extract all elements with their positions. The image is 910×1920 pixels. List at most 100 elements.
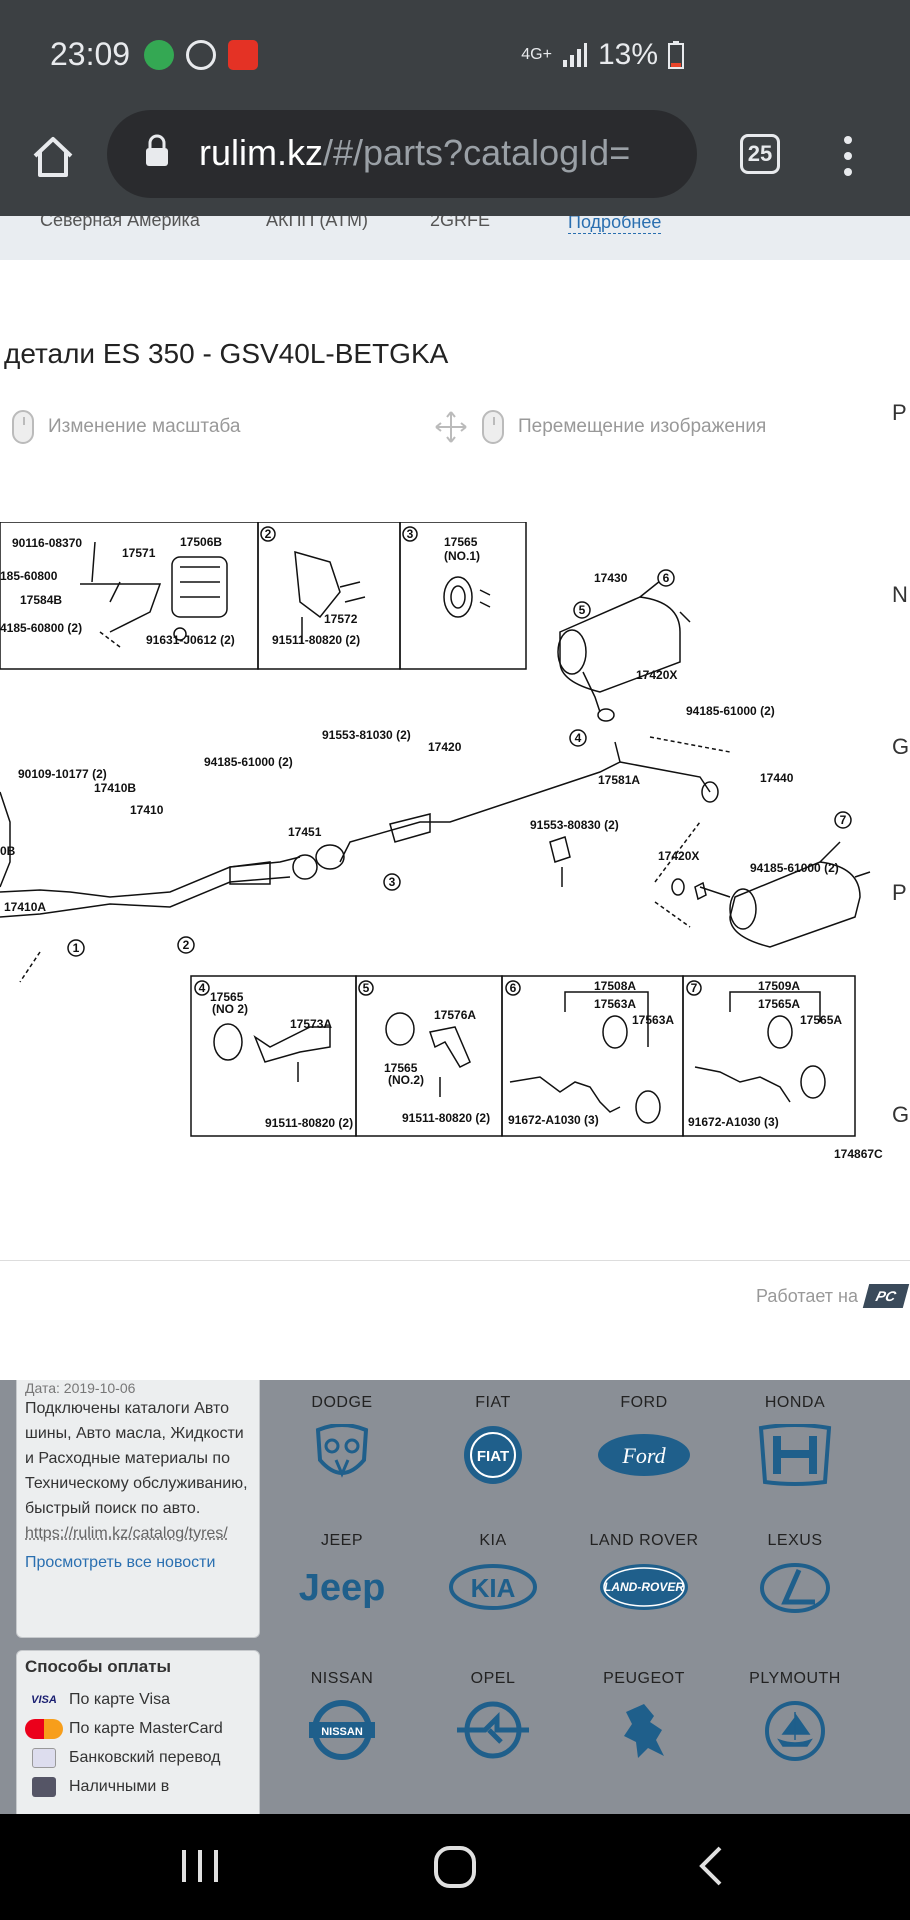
status-bar: 23:09 4G+ 13% xyxy=(0,0,910,108)
land-rover-oval-icon: LAND-ROVER xyxy=(600,1564,688,1610)
svg-text:(NO.2): (NO.2) xyxy=(388,1073,424,1087)
brand-name: FORD xyxy=(620,1394,668,1411)
battery-icon xyxy=(668,41,684,69)
lexus-logo-icon xyxy=(760,1563,830,1613)
cash-icon xyxy=(32,1776,56,1797)
svg-text:91553-80830 (2): 91553-80830 (2) xyxy=(530,818,619,832)
news-link[interactable]: https://rulim.kz/catalog/tyres/ xyxy=(25,1525,228,1542)
brand-jeep[interactable]: JEEP Jeep xyxy=(272,1532,412,1617)
svg-text:2: 2 xyxy=(265,527,272,541)
svg-text:17506B: 17506B xyxy=(180,535,222,549)
svg-text:91511-80820 (2): 91511-80820 (2) xyxy=(272,633,360,647)
svg-text:17420X: 17420X xyxy=(636,668,677,682)
nissan-logo-icon: NISSAN xyxy=(309,1700,375,1760)
brand-name: HONDA xyxy=(764,1394,826,1411)
kia-logo-text: KIA xyxy=(471,1573,516,1603)
svg-text:94185-61000 (2): 94185-61000 (2) xyxy=(204,755,293,769)
brand-nissan[interactable]: NISSAN NISSAN xyxy=(272,1670,412,1765)
brand-name: LEXUS xyxy=(767,1532,823,1549)
svg-text:17420X: 17420X xyxy=(658,849,699,863)
svg-text:(NO 2): (NO 2) xyxy=(212,1002,248,1016)
brand-name: OPEL xyxy=(470,1670,516,1687)
status-right: 4G+ 13% xyxy=(521,38,684,72)
brand-name: PEUGEOT xyxy=(603,1670,685,1687)
home-icon[interactable] xyxy=(30,134,76,180)
svg-text:17451: 17451 xyxy=(288,825,322,839)
move-hint: Перемещение изображения xyxy=(434,410,766,444)
payment-bank: Банковский перевод xyxy=(25,1743,251,1772)
peugeot-lion-icon xyxy=(624,1704,664,1758)
svg-text:7: 7 xyxy=(840,813,847,827)
brand-name: LAND ROVER xyxy=(589,1532,699,1549)
svg-text:17420: 17420 xyxy=(428,740,462,754)
nissan-logo-text: NISSAN xyxy=(321,1726,363,1738)
zoom-hint-text: Изменение масштаба xyxy=(48,416,241,437)
address-bar[interactable]: rulim.kz/#/parts?catalogId= xyxy=(107,110,697,198)
svg-text:94185-61000 (2): 94185-61000 (2) xyxy=(686,704,775,718)
svg-text:91631-J0612 (2): 91631-J0612 (2) xyxy=(146,633,235,647)
svg-text:91672-A1030 (3): 91672-A1030 (3) xyxy=(508,1113,599,1127)
svg-text:6: 6 xyxy=(663,571,670,585)
brand-honda[interactable]: HONDA xyxy=(725,1394,865,1491)
svg-text:185-60800: 185-60800 xyxy=(0,569,58,583)
tab-switcher-button[interactable]: 25 xyxy=(740,134,780,174)
brand-land-rover[interactable]: LAND ROVER LAND-ROVER xyxy=(574,1532,714,1617)
side-letter-1: P xyxy=(892,400,907,425)
brand-name: PLYMOUTH xyxy=(749,1670,841,1687)
svg-text:17565A: 17565A xyxy=(800,1013,842,1027)
brand-name: NISSAN xyxy=(310,1670,374,1687)
svg-text:2: 2 xyxy=(183,938,190,952)
mouse-drag-icon xyxy=(482,410,504,444)
url-host: rulim.kz xyxy=(199,132,323,173)
svg-text:17571: 17571 xyxy=(122,546,156,560)
jeep-logo-icon: Jeep xyxy=(299,1567,386,1609)
brand-dodge[interactable]: DODGE xyxy=(272,1394,412,1491)
visa-icon: VISA xyxy=(31,1693,57,1706)
brand-plymouth[interactable]: PLYMOUTH xyxy=(725,1670,865,1767)
more-menu-icon[interactable] xyxy=(838,132,858,180)
brand-ford[interactable]: FORD Ford xyxy=(574,1394,714,1483)
svg-text:17581A: 17581A xyxy=(598,773,640,787)
powered-by-text: Работает на xyxy=(755,1285,858,1306)
payment-mastercard: По карте MasterCard xyxy=(25,1714,251,1743)
svg-text:17573A: 17573A xyxy=(290,1017,332,1031)
page-content: Северная Америка АКПП (ATM) 2GRFE Подроб… xyxy=(0,216,910,1814)
all-news-link[interactable]: Просмотреть все новости xyxy=(25,1554,216,1571)
ford-logo-text: Ford xyxy=(621,1443,666,1468)
svg-text:90109-10177 (2): 90109-10177 (2) xyxy=(18,767,107,781)
brand-fiat[interactable]: FIAT FIAT xyxy=(423,1394,563,1491)
payment-mastercard-label: По карте MasterCard xyxy=(69,1719,223,1737)
svg-text:17565: 17565 xyxy=(384,1061,418,1075)
url-path: /#/parts?catalogId= xyxy=(323,132,631,173)
signal-icon xyxy=(562,43,587,67)
browser-toolbar: rulim.kz/#/parts?catalogId= 25 xyxy=(0,108,910,216)
brand-lexus[interactable]: LEXUS xyxy=(725,1532,865,1619)
info-transmission: АКПП (ATM) xyxy=(266,216,369,230)
kia-oval-icon: KIA xyxy=(449,1564,537,1610)
news-body: Подключены каталоги Авто шины, Авто масл… xyxy=(25,1400,248,1517)
recent-apps-icon[interactable] xyxy=(178,1844,222,1888)
brand-kia[interactable]: KIA KIA xyxy=(423,1532,563,1617)
svg-text:17563A: 17563A xyxy=(632,1013,674,1027)
payment-heading: Способы оплаты xyxy=(25,1657,172,1676)
android-nav-bar xyxy=(0,1814,910,1920)
svg-text:0B: 0B xyxy=(0,844,16,858)
pc-logo: PC xyxy=(862,1284,910,1308)
url-text: rulim.kz/#/parts?catalogId= xyxy=(199,132,684,174)
side-letter-2: N xyxy=(892,582,908,607)
back-icon[interactable] xyxy=(694,1844,726,1888)
ford-oval-icon: Ford xyxy=(598,1434,690,1476)
details-link[interactable]: Подробнее xyxy=(568,216,662,234)
brand-name: KIA xyxy=(479,1532,507,1549)
svg-text:(NO.1): (NO.1) xyxy=(444,549,480,563)
svg-text:4: 4 xyxy=(575,731,582,745)
brand-opel[interactable]: OPEL xyxy=(423,1670,563,1765)
parts-modal: детали ES 350 - GSV40L-BETGKA Изменение … xyxy=(0,260,910,1380)
lock-icon xyxy=(146,134,168,166)
brand-peugeot[interactable]: PEUGEOT xyxy=(574,1670,714,1767)
svg-text:17508A: 17508A xyxy=(594,979,636,993)
home-button-icon[interactable] xyxy=(432,1844,478,1890)
svg-text:17572: 17572 xyxy=(324,612,358,626)
svg-text:17410: 17410 xyxy=(130,803,164,817)
